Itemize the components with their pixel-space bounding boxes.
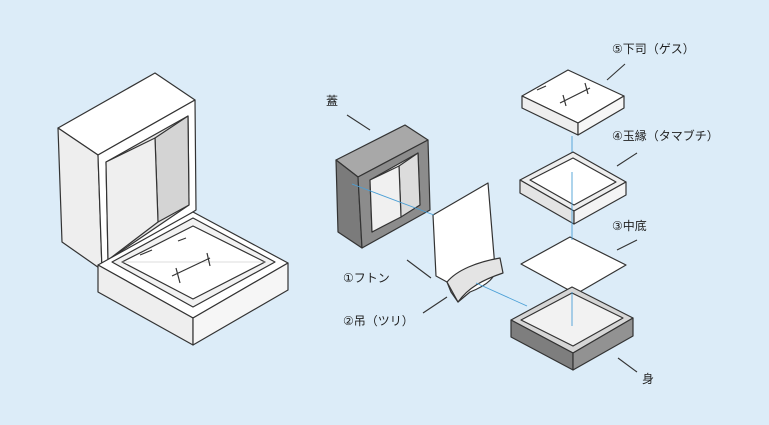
leader-body <box>617 357 638 373</box>
leader-nakazoko <box>616 239 638 251</box>
label-lid: 蓋 <box>326 94 339 108</box>
gesu-part <box>521 69 625 136</box>
leader-gesu <box>606 63 626 81</box>
assembled-box <box>57 72 289 346</box>
label-body: 身 <box>642 372 655 386</box>
label-nakazoko: ③中底 <box>612 219 647 233</box>
nakazoko-part <box>520 236 627 295</box>
assembly-axis-lines <box>351 136 573 326</box>
tamabuchi-part <box>519 151 627 225</box>
label-tsuri: ②吊（ツリ） <box>343 314 414 328</box>
futon-part <box>432 182 504 303</box>
leader-lines <box>346 63 638 373</box>
leader-tamabuchi <box>616 152 638 167</box>
label-tamabuchi: ④玉縁（タマブチ） <box>612 129 719 143</box>
leader-futon <box>406 259 432 279</box>
label-gesu: ⑤下司（ゲス） <box>612 42 695 56</box>
lid-part <box>335 124 431 249</box>
leader-tsuri <box>422 296 448 314</box>
label-futon: ①フトン <box>343 271 390 285</box>
